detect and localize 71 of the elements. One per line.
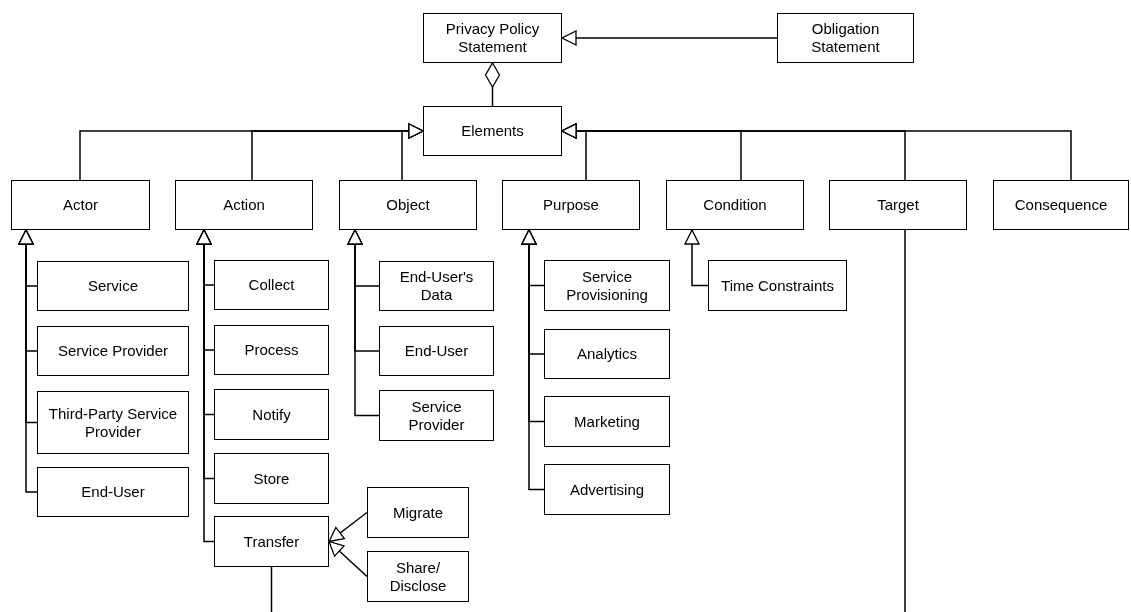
node-label: Advertising	[569, 480, 645, 499]
generalization-arrow	[328, 540, 368, 578]
class-box	[214, 325, 329, 375]
class-box	[666, 180, 804, 230]
node-label: Collect	[248, 276, 295, 294]
generalization-arrow	[561, 30, 778, 46]
class-box	[379, 390, 494, 441]
node-label: Actor	[63, 196, 98, 214]
class-box	[829, 180, 967, 230]
node-label: Service Provider	[407, 397, 466, 434]
node-label: Condition	[703, 196, 767, 214]
class-box	[544, 464, 670, 515]
class-box	[37, 467, 189, 517]
node-label: Service Provisioning	[565, 267, 649, 304]
class-box	[367, 551, 469, 602]
class-box	[175, 180, 313, 230]
class-box	[214, 260, 329, 310]
node-label: End-User's Data	[398, 268, 475, 304]
node-label: End-User	[81, 483, 145, 501]
node-label: Process	[244, 341, 299, 359]
class-box	[37, 391, 189, 454]
class-box	[379, 326, 494, 376]
node-label: Privacy Policy Statement	[444, 20, 541, 56]
class-box	[214, 389, 329, 440]
generalization-arrow	[328, 511, 368, 543]
node-label: Consequence	[1014, 196, 1108, 214]
connector-line	[270, 566, 273, 612]
node-label: Notify	[252, 405, 291, 424]
generalization-arrow	[561, 123, 1072, 181]
node-label: Obligation Statement	[810, 20, 881, 56]
class-box	[37, 326, 189, 376]
class-box	[379, 261, 494, 311]
class-box	[423, 13, 562, 63]
node-label: Share/ Disclose	[388, 558, 448, 595]
node-label: Time Constraints	[721, 276, 834, 295]
class-box	[777, 13, 914, 63]
node-label: Analytics	[577, 345, 637, 363]
generalization-arrow	[401, 123, 424, 181]
class-box	[214, 516, 329, 567]
connector-line	[904, 229, 906, 612]
class-box	[708, 260, 847, 311]
node-label: Elements	[461, 122, 524, 140]
class-box	[993, 180, 1129, 230]
node-label: Transfer	[243, 532, 300, 551]
node-label: Service	[88, 277, 138, 295]
class-box	[423, 106, 562, 156]
generalization-arrow	[684, 229, 709, 287]
node-label: Purpose	[543, 196, 599, 214]
class-box	[544, 396, 670, 447]
generalization-arrow	[18, 229, 38, 493]
class-box	[544, 329, 670, 379]
node-label: Migrate	[393, 503, 443, 522]
class-box	[367, 487, 469, 538]
class-box	[37, 261, 189, 311]
class-box	[214, 453, 329, 504]
node-label: End-User	[404, 342, 469, 360]
class-box	[502, 180, 640, 230]
node-label: Marketing	[574, 412, 640, 431]
generalization-arrow	[521, 229, 545, 491]
node-label: Service Provider	[57, 342, 168, 360]
node-label: Action	[223, 196, 265, 214]
node-label: Object	[386, 196, 430, 214]
aggregation-connector	[484, 62, 501, 107]
generalization-arrow	[196, 229, 215, 543]
generalization-arrow	[347, 229, 380, 417]
class-box	[339, 180, 477, 230]
node-label: Third-Party Service Provider	[47, 404, 179, 441]
node-label: Target	[877, 196, 919, 214]
node-label: Store	[253, 469, 290, 488]
class-box	[11, 180, 150, 230]
class-box	[544, 260, 670, 311]
